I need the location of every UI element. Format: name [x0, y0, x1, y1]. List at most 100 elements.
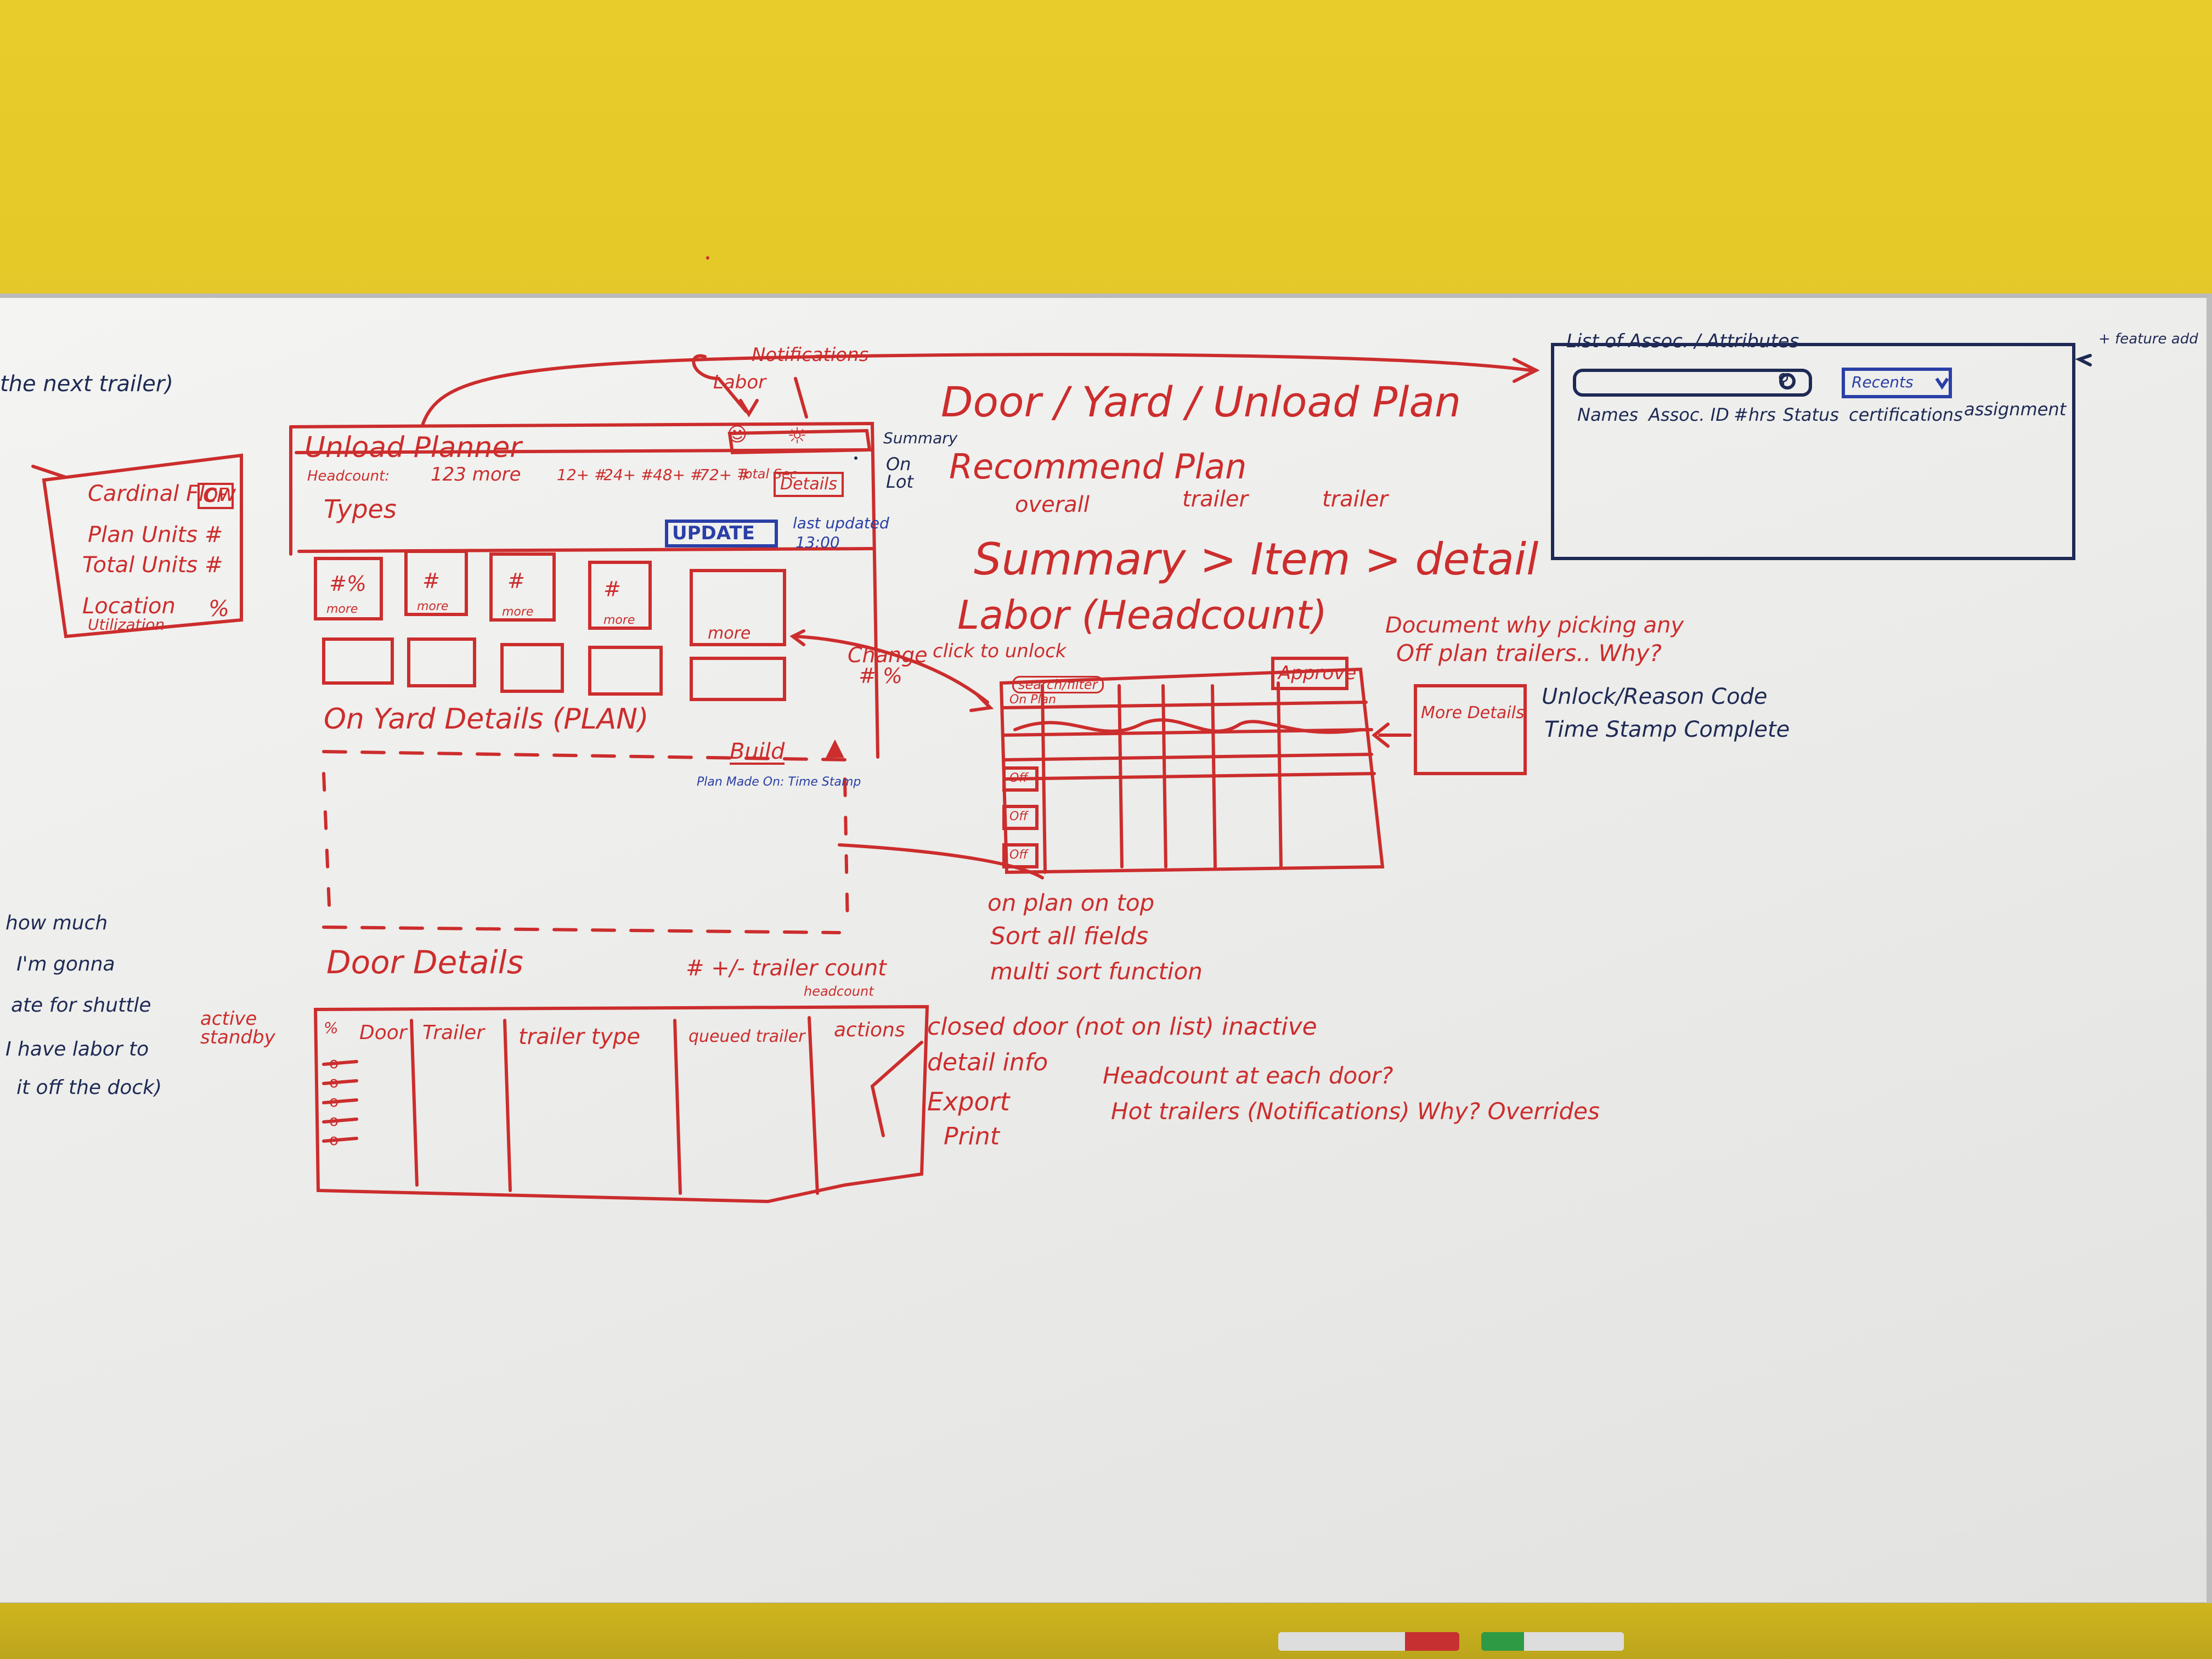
- action-closed-door: closed door (not on list) inactive: [927, 1013, 1317, 1041]
- active-standby-note: active standby: [200, 1008, 275, 1048]
- type-card-value: #%: [329, 572, 366, 596]
- col-certifications: certifications: [1849, 404, 1963, 425]
- action-detail-info[interactable]: detail info: [927, 1048, 1048, 1076]
- feature-add-note: + feature add: [2098, 331, 2198, 347]
- search-filter-field[interactable]: search/filter: [1012, 676, 1104, 693]
- plan-note: on plan on top: [988, 889, 1155, 916]
- planner-frame: [289, 421, 879, 759]
- labor-note: Labor: [713, 371, 766, 393]
- location-label: Location: [82, 594, 176, 619]
- planner-title: Unload Planner: [304, 431, 522, 464]
- search-icon[interactable]: ⚲: [1778, 370, 1790, 390]
- col-queued-trailer: queued trailer: [689, 1027, 805, 1046]
- col-door: Door: [359, 1022, 407, 1044]
- off-plan-note: Off plan trailers.. Why?: [1396, 640, 1662, 667]
- action-export[interactable]: Export: [927, 1087, 1010, 1116]
- on-lot-note: On Lot: [886, 454, 913, 492]
- type-card-more[interactable]: more: [708, 624, 751, 643]
- door-pct-col: %: [324, 1019, 338, 1037]
- headcount-note: headcount: [804, 984, 874, 999]
- recommend-plan: Recommend Plan: [949, 447, 1247, 487]
- cf-badge: CF: [198, 483, 234, 509]
- col-assignment: assignment: [1964, 399, 2067, 420]
- bucket-24: 24+ #: [603, 466, 654, 484]
- type-card-more[interactable]: more: [603, 613, 635, 627]
- bucket-12: 12+ #: [557, 466, 607, 484]
- warning-icon: ▲: [826, 733, 844, 761]
- type-card-more[interactable]: more: [417, 600, 449, 613]
- overall-label: overall: [1015, 492, 1090, 517]
- time-stamp-note: Time Stamp Complete: [1544, 717, 1790, 742]
- notifications-icon[interactable]: ☼: [787, 424, 807, 449]
- hot-trailers-note: Hot trailers (Notifications) Why? Overri…: [1111, 1098, 1600, 1125]
- left-note: the next trailer): [0, 371, 173, 397]
- details-button[interactable]: Details: [774, 472, 844, 497]
- plan-made-on: Plan Made On: Time Stamp: [697, 775, 861, 789]
- summary-path: Summary > Item > detail: [974, 534, 1539, 585]
- update-button[interactable]: UPDATE: [672, 522, 755, 544]
- plan-units-label: Plan Units #: [88, 522, 223, 548]
- total-units-label: Total Units #: [82, 552, 223, 578]
- labor-headcount: Labor (Headcount): [957, 592, 1328, 638]
- left-note: how much: [5, 912, 108, 934]
- approve-button[interactable]: Approve: [1278, 662, 1357, 684]
- marker-tray: [0, 1603, 2212, 1659]
- type-card-value: #: [422, 569, 440, 593]
- assoc-panel-frame: [1551, 343, 2075, 560]
- on-plan-label: On Plan: [1009, 693, 1057, 707]
- type-card-value: #: [507, 569, 525, 593]
- cardinal-flow-label: Cardinal Flow: [88, 481, 236, 506]
- col-status: Status: [1783, 404, 1839, 425]
- action-print[interactable]: Print: [944, 1122, 1000, 1150]
- utilization-pct: %: [208, 596, 230, 622]
- unlock-reason-note: Unlock/Reason Code: [1542, 684, 1768, 709]
- marker-green: [1481, 1632, 1624, 1651]
- trailer-label-2: trailer: [1322, 487, 1388, 512]
- left-note: I'm gonna: [16, 953, 115, 975]
- total-sec-label: Total Sec: [738, 466, 797, 482]
- col-actions: actions: [834, 1019, 905, 1041]
- col-names: Names: [1577, 404, 1639, 425]
- headcount-each-note: Headcount at each door?: [1103, 1062, 1393, 1089]
- notifications-note: Notifications: [752, 344, 869, 366]
- bucket-48: 48+ #: [653, 466, 703, 484]
- types-label: Types: [324, 494, 397, 524]
- plan-note: Sort all fields: [990, 922, 1149, 950]
- assoc-panel-title: List of Assoc. / Attributes: [1566, 330, 1799, 352]
- left-note: I have labor to: [5, 1038, 149, 1060]
- last-updated-time: 13:00: [795, 533, 840, 551]
- headcount-value: 123 more: [431, 464, 521, 486]
- headcount-label: Headcount:: [307, 468, 390, 484]
- utilization-label: Utilization: [88, 616, 165, 634]
- col-trailer-type: trailer type: [518, 1024, 640, 1049]
- off-toggle[interactable]: Off: [1009, 810, 1028, 823]
- col-assoc-id: Assoc. ID: [1649, 404, 1729, 425]
- change-note: Change # %: [848, 643, 928, 688]
- type-card-more[interactable]: more: [502, 605, 534, 619]
- left-note: it off the dock): [16, 1076, 162, 1099]
- off-toggle[interactable]: Off: [1009, 771, 1028, 785]
- document-why-note: Document why picking any: [1385, 613, 1684, 638]
- user-icon[interactable]: ☺: [727, 424, 748, 446]
- door-count-note: # +/- trailer count: [686, 956, 887, 981]
- build-button[interactable]: Build: [730, 739, 785, 765]
- summary-note: Summary: [883, 429, 958, 447]
- door-radio-list[interactable]: o o o o o: [329, 1054, 339, 1149]
- last-updated-label: last updated: [793, 514, 889, 532]
- bucket-72: 72+ #: [699, 466, 750, 484]
- whiteboard: [0, 294, 2212, 1610]
- off-toggle[interactable]: Off: [1009, 848, 1028, 862]
- type-card-value: #: [603, 577, 621, 601]
- col-trailer: Trailer: [422, 1022, 485, 1044]
- on-yard-title: On Yard Details (PLAN): [324, 703, 649, 736]
- marker-red: [1278, 1632, 1459, 1651]
- col-hrs: #hrs: [1734, 404, 1776, 425]
- more-details-button[interactable]: More Details: [1421, 703, 1525, 723]
- door-details-title: Door Details: [326, 944, 523, 981]
- recents-dropdown[interactable]: Recents: [1852, 373, 1914, 391]
- type-card-more[interactable]: more: [326, 602, 358, 616]
- plan-note: multi sort function: [990, 958, 1203, 985]
- click-to-unlock: click to unlock: [933, 640, 1066, 662]
- plan-title: Door / Yard / Unload Plan: [941, 377, 1462, 426]
